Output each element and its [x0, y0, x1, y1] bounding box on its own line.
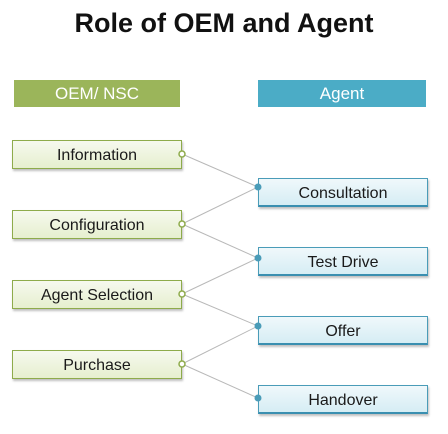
connector-dot-information	[178, 150, 186, 158]
connector-test-drive-agent-selection	[181, 257, 259, 295]
left-box-label: Configuration	[49, 217, 145, 234]
left-box-agent-selection: Agent Selection	[12, 280, 182, 309]
oem-nsc-header: OEM/ NSC	[14, 80, 180, 107]
connector-consultation-configuration	[181, 186, 259, 225]
connector-group	[181, 153, 259, 399]
connector-dot-test-drive	[254, 254, 262, 262]
left-box-label: Information	[56, 147, 138, 164]
right-box-label: Consultation	[298, 185, 388, 202]
connector-agent-selection-offer	[181, 293, 259, 327]
agent-header: Agent	[258, 80, 426, 107]
connector-dot-handover	[254, 394, 262, 402]
right-box-offer: Offer	[258, 316, 428, 345]
right-box-label: Offer	[325, 323, 361, 340]
right-box-test-drive: Test Drive	[258, 247, 428, 276]
right-box-label: Handover	[308, 392, 378, 409]
connector-configuration-test-drive	[181, 223, 259, 259]
left-box-label: Agent Selection	[40, 287, 154, 304]
connector-dot-offer	[254, 322, 262, 330]
left-box-label: Purchase	[63, 357, 131, 374]
right-box-consultation: Consultation	[258, 178, 428, 207]
right-box-handover: Handover	[258, 385, 428, 414]
connector-dot-purchase	[178, 360, 186, 368]
right-box-label: Test Drive	[307, 254, 379, 271]
connector-dot-consultation	[254, 183, 262, 191]
connector-purchase-handover	[181, 363, 259, 399]
diagram-title: Role of OEM and Agent	[74, 8, 374, 38]
connector-offer-purchase	[181, 325, 259, 365]
left-box-configuration: Configuration	[12, 210, 182, 239]
connector-information-consultation	[181, 153, 259, 188]
connector-dot-configuration	[178, 220, 186, 228]
connector-dot-agent-selection	[178, 290, 186, 298]
left-box-purchase: Purchase	[12, 350, 182, 379]
